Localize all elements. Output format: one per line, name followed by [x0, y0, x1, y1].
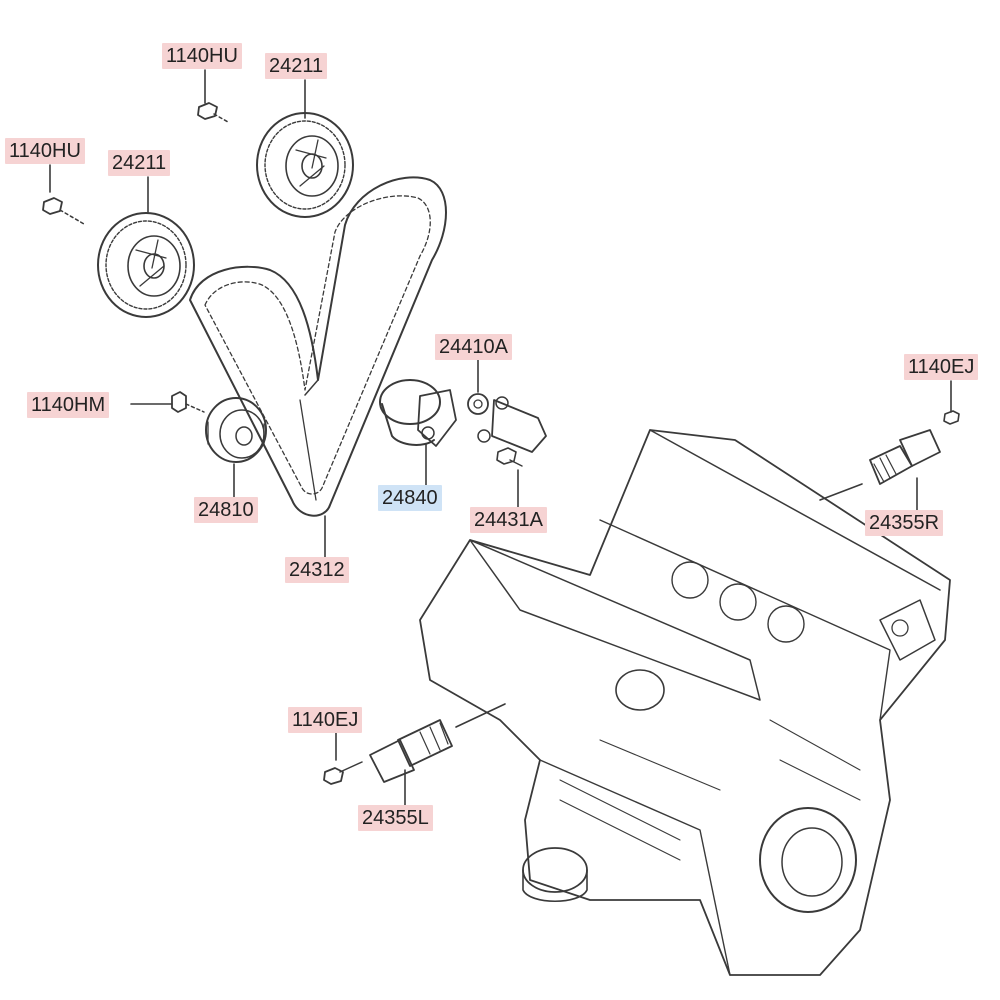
callout-24840[interactable]: 24840	[378, 485, 442, 511]
callout-24410a[interactable]: 24410A	[435, 334, 512, 360]
callout-1140hu-top[interactable]: 1140HU	[162, 43, 242, 69]
cam-sprocket-top-drawing	[197, 102, 354, 218]
callout-24355r[interactable]: 24355R	[865, 510, 944, 536]
cam-sprocket-left-drawing	[42, 197, 195, 318]
callout-1140hu-left[interactable]: 1140HU	[5, 138, 85, 164]
callout-24810[interactable]: 24810	[194, 497, 258, 523]
callout-24431a[interactable]: 24431A	[470, 507, 547, 533]
callout-1140ej-right[interactable]: 1140EJ	[904, 354, 979, 380]
callout-1140ej-left[interactable]: 1140EJ	[288, 707, 363, 733]
ocv-right-drawing	[869, 410, 960, 485]
callout-24312[interactable]: 24312	[285, 557, 349, 583]
callout-1140hm[interactable]: 1140HM	[27, 392, 110, 418]
idler-pulley-drawing	[171, 391, 267, 463]
leader-lines	[49, 69, 952, 806]
callout-24211-top[interactable]: 24211	[265, 53, 328, 79]
callout-24355l[interactable]: 24355L	[358, 805, 433, 831]
ocv-left-drawing	[323, 719, 453, 785]
callout-24211-left[interactable]: 24211	[108, 150, 171, 176]
tensioner-drawing	[379, 379, 547, 467]
engine-block-drawing	[419, 429, 951, 976]
timing-belt-drawing	[189, 176, 447, 517]
